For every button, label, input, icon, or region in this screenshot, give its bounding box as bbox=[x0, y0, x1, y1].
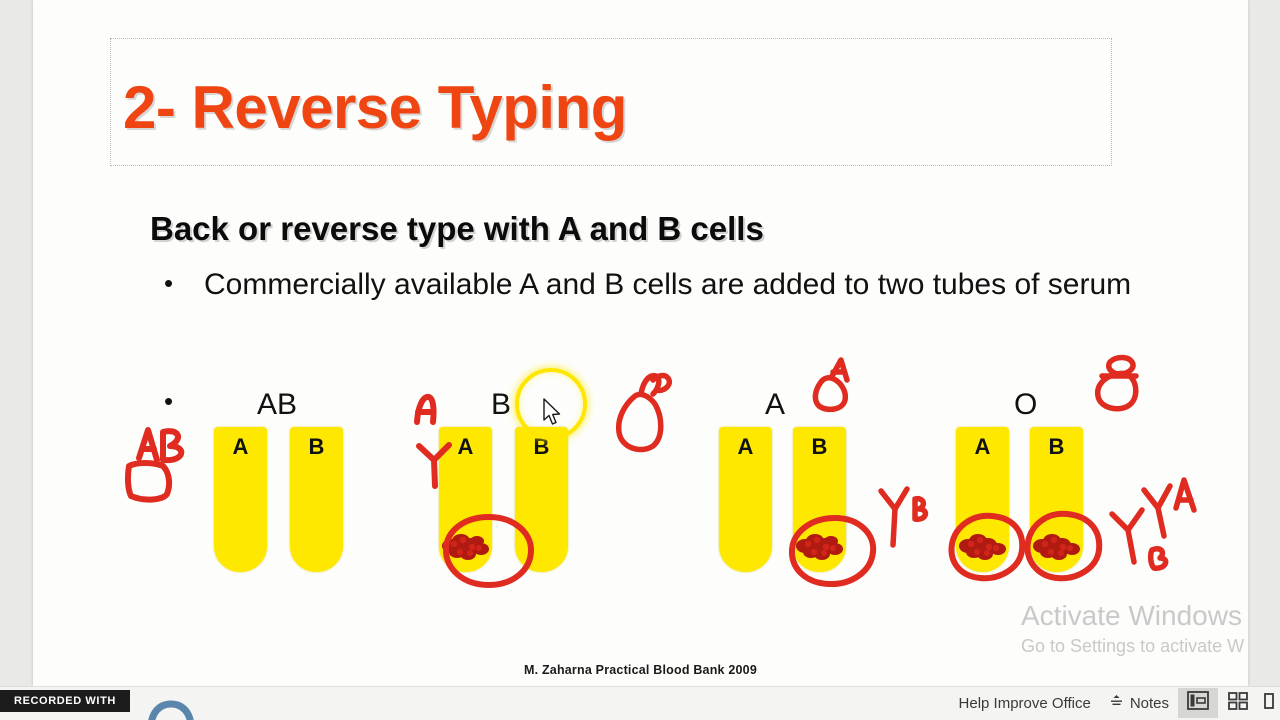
activate-windows-watermark: Activate Windows Go to Settings to activ… bbox=[1021, 600, 1248, 657]
agglutination-clump bbox=[791, 528, 847, 560]
reverse-typing-figure: AB A B B A B bbox=[33, 330, 1248, 630]
status-bar bbox=[0, 686, 1280, 720]
reading-view-button[interactable] bbox=[1258, 688, 1280, 718]
notes-button[interactable]: Notes bbox=[1100, 686, 1178, 720]
bullet-marker-icon: • bbox=[164, 386, 174, 416]
notes-icon bbox=[1109, 693, 1124, 713]
laser-pointer-highlight bbox=[515, 368, 587, 440]
section-headline: Back or reverse type with A and B cells bbox=[150, 210, 764, 247]
slide-sorter-icon bbox=[1228, 691, 1248, 715]
group-label-a: A bbox=[765, 388, 786, 421]
reading-view-icon bbox=[1264, 692, 1274, 715]
watermark-title: Activate Windows bbox=[1021, 600, 1242, 631]
help-improve-office-button[interactable]: Help Improve Office bbox=[950, 686, 1100, 720]
agglutination-clump bbox=[1028, 528, 1084, 560]
tube-b: B bbox=[290, 427, 343, 572]
help-improve-office-label: Help Improve Office bbox=[958, 694, 1091, 712]
mouse-cursor bbox=[543, 398, 563, 427]
tube-letter-a: A bbox=[737, 434, 754, 459]
bullet-item-2: • bbox=[164, 386, 204, 416]
tube-letter-b: B bbox=[308, 434, 325, 459]
agglutination-clump bbox=[954, 528, 1010, 560]
agglutination-clump bbox=[437, 528, 493, 560]
recorder-logo-icon bbox=[148, 700, 194, 720]
recorded-with-badge: RECORDED WITH bbox=[0, 690, 130, 712]
page-title: 2- Reverse Typing bbox=[123, 74, 627, 141]
slide-sorter-view-button[interactable] bbox=[1218, 688, 1258, 718]
normal-view-icon bbox=[1187, 691, 1209, 715]
normal-view-button[interactable] bbox=[1178, 688, 1218, 718]
status-bar-right: Help Improve Office Notes bbox=[950, 686, 1280, 720]
bullet-item-1: • Commercially available A and B cells a… bbox=[164, 268, 1131, 301]
slide-caption: M. Zaharna Practical Blood Bank 2009 bbox=[524, 663, 757, 677]
notes-label: Notes bbox=[1129, 694, 1169, 712]
tube-letter-b: B bbox=[811, 434, 828, 459]
recorded-with-label: RECORDED WITH bbox=[14, 695, 116, 707]
tube-b: B bbox=[515, 427, 568, 572]
slide-canvas[interactable]: 2- Reverse Typing Back or reverse type w… bbox=[33, 0, 1248, 686]
watermark-subtitle: Go to Settings to activate W bbox=[1021, 636, 1245, 656]
tube-letter-a: A bbox=[457, 434, 474, 459]
tube-letter-a: A bbox=[974, 434, 991, 459]
tube-letter-b: B bbox=[1048, 434, 1065, 459]
title-placeholder[interactable]: 2- Reverse Typing bbox=[110, 38, 1112, 166]
group-label-o: O bbox=[1014, 388, 1038, 421]
tube-a: A bbox=[719, 427, 772, 572]
tube-a: A bbox=[214, 427, 267, 572]
bullet-marker-icon: • bbox=[164, 268, 174, 298]
bullet-text-1: Commercially available A and B cells are… bbox=[204, 268, 1132, 301]
tube-letter-a: A bbox=[232, 434, 249, 459]
group-label-b: B bbox=[491, 388, 512, 421]
tube-letter-b: B bbox=[533, 434, 550, 459]
group-label-ab: AB bbox=[257, 388, 298, 421]
